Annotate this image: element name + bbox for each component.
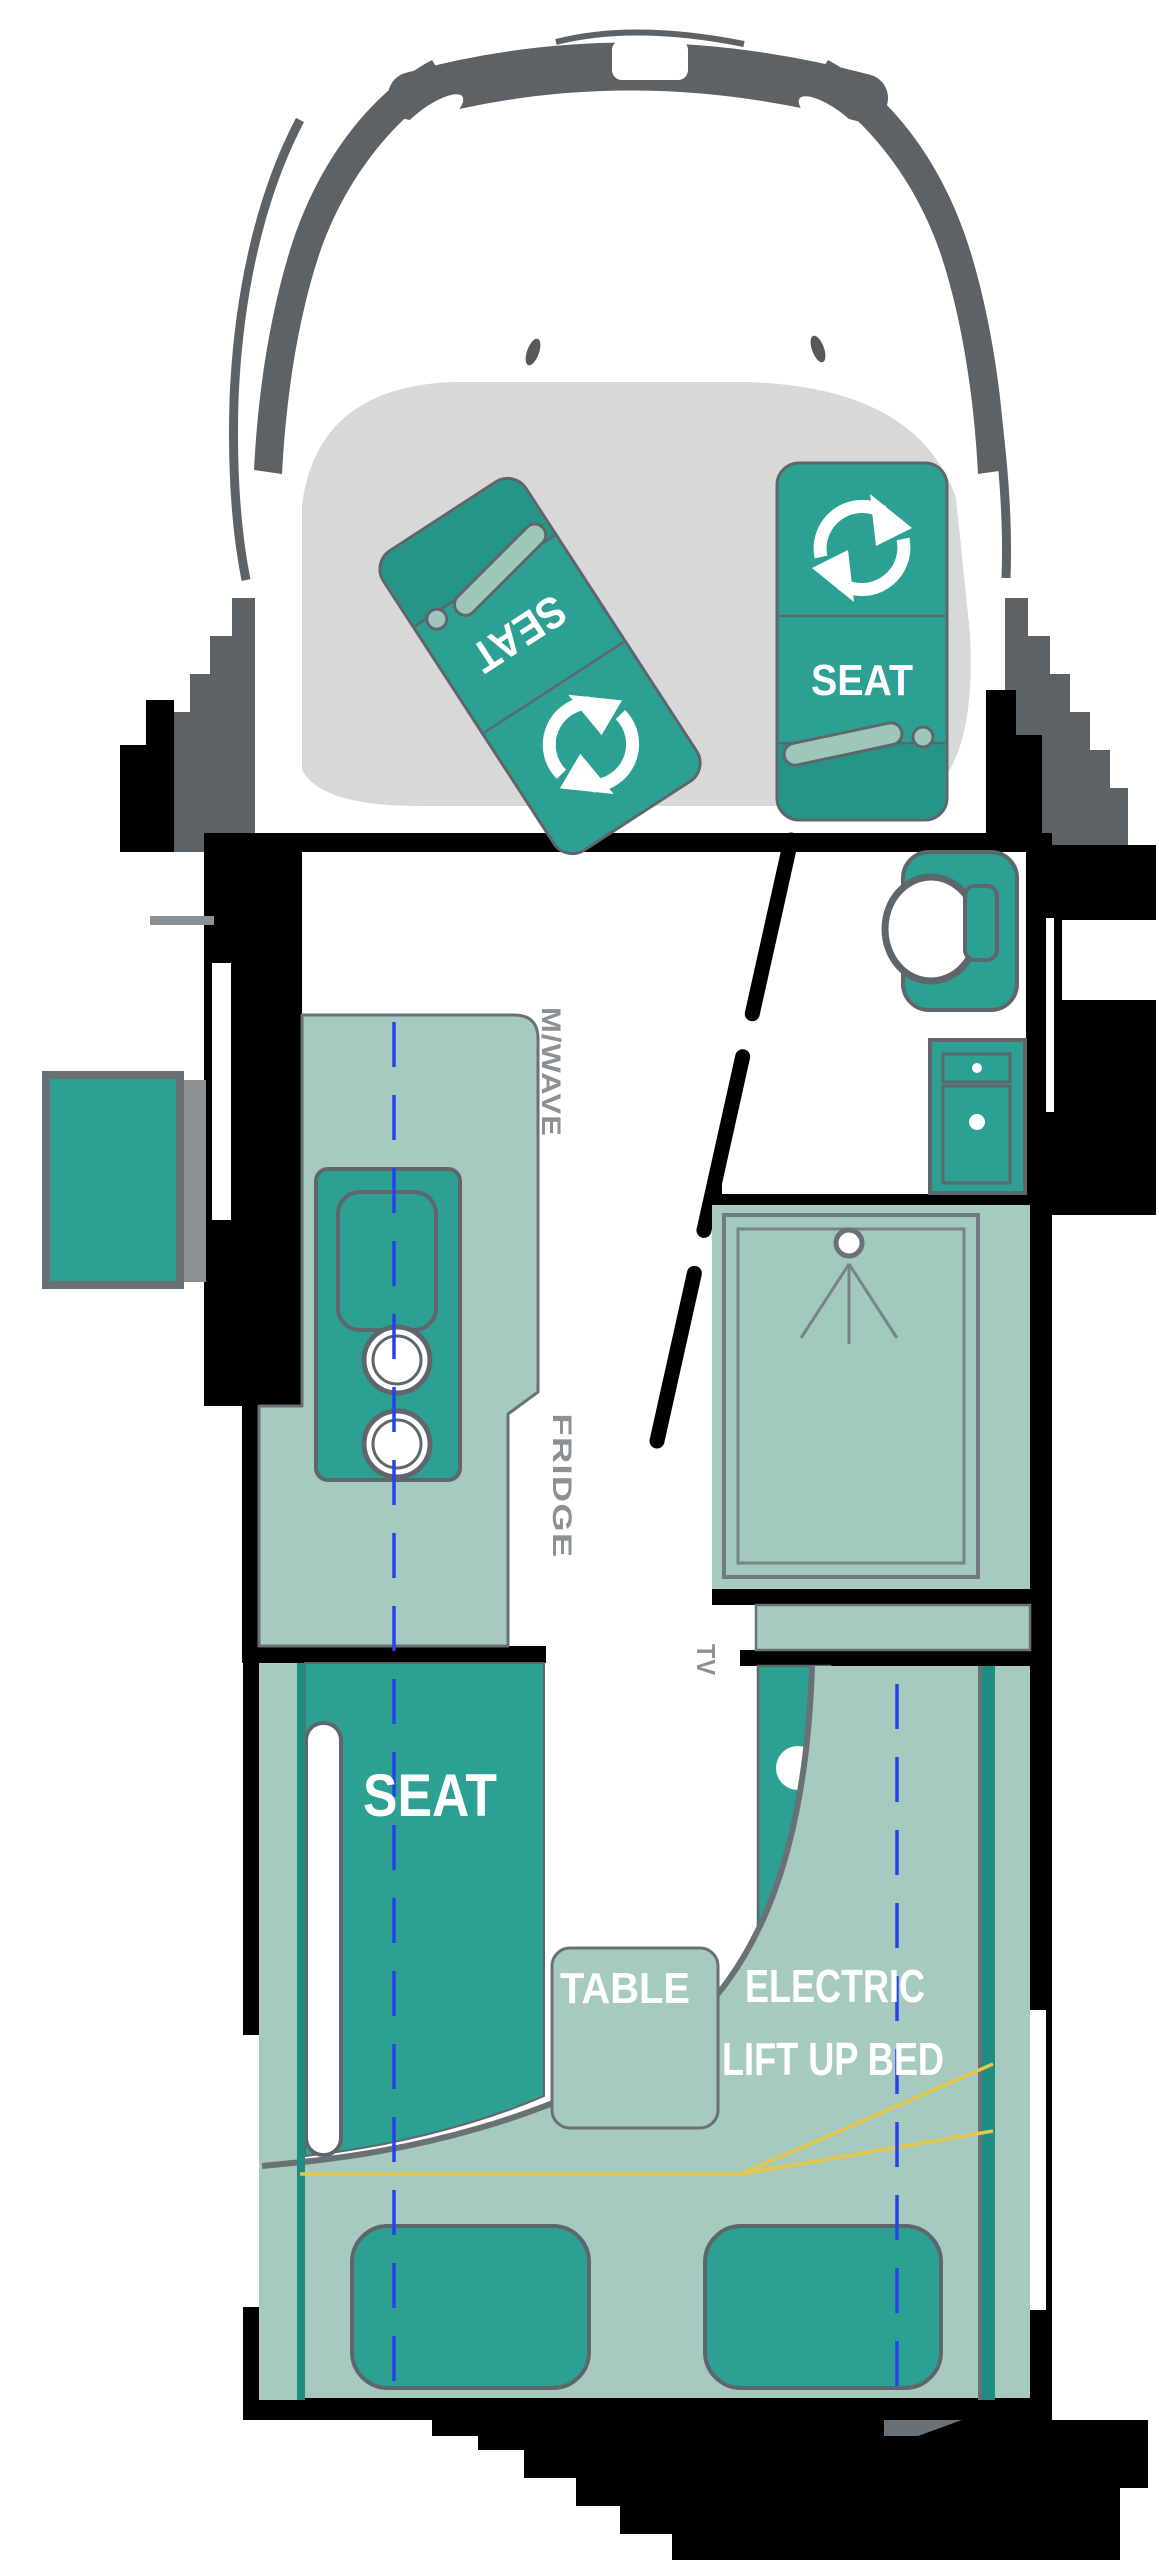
kitchen bbox=[257, 1013, 540, 1648]
seat-pivot-dot bbox=[911, 725, 935, 749]
wall-shower-top bbox=[712, 1194, 1030, 1205]
shadow-wedge bbox=[884, 2420, 962, 2436]
bed-label-line2: LIFT UP BED bbox=[722, 2033, 944, 2085]
tv-cabinet bbox=[754, 1603, 1032, 1652]
toilet-flush bbox=[963, 884, 999, 962]
wall-left-inner bbox=[231, 963, 302, 1220]
bathroom-door-open bbox=[649, 832, 799, 1449]
step-box bbox=[42, 1071, 184, 1289]
toilet bbox=[881, 850, 1019, 1012]
bathroom bbox=[649, 832, 1027, 1449]
door-gap-slit bbox=[1046, 918, 1054, 1112]
bumper-shadow bbox=[432, 2420, 1148, 2560]
rocker-black-left bbox=[120, 700, 174, 852]
vanity-cupboard bbox=[941, 1084, 1012, 1185]
hob-burner-2 bbox=[361, 1408, 433, 1480]
wall-right-rear-corner bbox=[1026, 2310, 1052, 2402]
bench-slot bbox=[304, 1721, 343, 2157]
seat-pivot-dot bbox=[425, 607, 449, 631]
wall-right-outer-skin bbox=[1046, 2010, 1052, 2310]
lounge-seat-label: SEAT bbox=[363, 1762, 497, 1829]
bed-label-line1: ELECTRIC bbox=[745, 1960, 925, 2012]
cab-seat-left: SEAT bbox=[378, 476, 702, 856]
bed-rail-line bbox=[978, 1666, 982, 2400]
rotate-arrows-icon bbox=[812, 494, 912, 602]
dinette-table bbox=[550, 1946, 720, 2130]
kitchen-sink bbox=[336, 1190, 438, 1332]
door-window bbox=[1062, 920, 1156, 1000]
exterior-step bbox=[42, 916, 214, 1289]
microwave-label: M/WAVE bbox=[536, 1007, 566, 1137]
wall-left-rear-corner bbox=[243, 2307, 259, 2400]
window-left-rear bbox=[243, 2035, 259, 2307]
armrest bbox=[452, 522, 548, 617]
vanity-knob-bottom bbox=[969, 1114, 985, 1130]
rotate-arrows-icon bbox=[542, 694, 640, 795]
sliding-door-shadow bbox=[1052, 845, 1156, 1215]
wall-left-lounge bbox=[243, 1663, 259, 2035]
wall-bottom bbox=[243, 2398, 1052, 2420]
wall-shower-bottom bbox=[712, 1589, 1052, 1605]
rear-lounge bbox=[259, 1022, 1030, 2400]
fridge-label: FRIDGE bbox=[547, 1414, 577, 1559]
rocker-black-right bbox=[986, 690, 1042, 852]
rear-shadow bbox=[432, 2420, 1148, 2560]
wall-left-front-corner bbox=[204, 833, 302, 963]
door-hinge-mark bbox=[150, 916, 214, 925]
roof-front-edge bbox=[555, 29, 745, 47]
quarter-window-right bbox=[798, 96, 866, 148]
bench-back-edge bbox=[297, 1663, 305, 2400]
vanity-unit bbox=[928, 1038, 1027, 1195]
wall-left-kitchen bbox=[242, 1406, 259, 1663]
shower-tray bbox=[722, 1213, 980, 1579]
rearview-mirror bbox=[612, 40, 688, 80]
wall-right-lounge bbox=[1030, 1666, 1052, 2010]
body-skin-left bbox=[229, 117, 304, 581]
quarter-window-left bbox=[396, 94, 464, 146]
body-skin-right bbox=[858, 112, 1011, 579]
shower-head-icon bbox=[799, 1227, 899, 1344]
bed-cushion-left bbox=[350, 2224, 591, 2390]
bed-rail-right bbox=[982, 1666, 995, 2400]
habitation-walls bbox=[204, 833, 1156, 2420]
table-label: TABLE bbox=[560, 1964, 690, 2013]
wall-left-outer-skin bbox=[204, 963, 212, 1220]
window-right-rear bbox=[1030, 2010, 1046, 2310]
bed-cushion-right bbox=[703, 2224, 943, 2390]
wall-divider-kitchen bbox=[250, 1646, 546, 1663]
wall-divider-tv bbox=[740, 1650, 1052, 1666]
bed-strap-line-2 bbox=[740, 2129, 994, 2176]
tv-label: TV bbox=[691, 1644, 721, 1676]
vanity-drawer bbox=[941, 1052, 1012, 1084]
a-pillar-left bbox=[254, 60, 448, 474]
shower-room bbox=[712, 1205, 1030, 1589]
wiper-left bbox=[525, 338, 541, 366]
a-pillar-right bbox=[812, 60, 1006, 474]
cab-seat-right-label: SEAT bbox=[811, 656, 913, 705]
armrest bbox=[782, 721, 904, 767]
vanity-knob-top bbox=[972, 1063, 982, 1073]
hob-burner-1 bbox=[361, 1324, 433, 1396]
wall-left-mid bbox=[204, 1220, 302, 1406]
window-left-front bbox=[212, 963, 231, 1220]
lift-up-bed bbox=[259, 1666, 1030, 2398]
wall-top bbox=[204, 833, 1052, 852]
cab-seat-right: SEAT bbox=[775, 461, 949, 822]
wiper-right bbox=[810, 335, 826, 363]
